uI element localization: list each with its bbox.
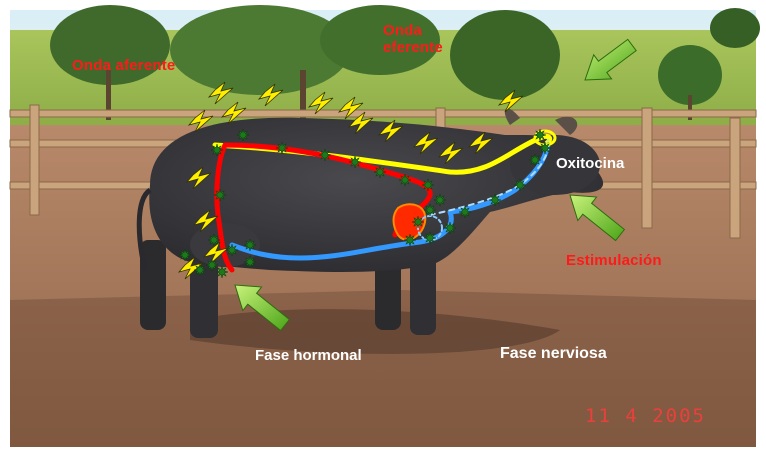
star-burst-icon	[244, 239, 256, 251]
label-onda-aferente: Onda aferente	[72, 57, 175, 74]
star-burst-icon	[208, 234, 220, 246]
star-burst-icon	[444, 222, 456, 234]
star-burst-icon	[404, 234, 416, 246]
star-burst-icon	[216, 266, 228, 278]
star-burst-icon	[399, 174, 411, 186]
star-burst-icon	[422, 179, 434, 191]
star-burst-icon	[226, 244, 238, 256]
star-burst-icon	[434, 194, 446, 206]
star-burst-icon	[539, 142, 551, 154]
star-burst-icon	[276, 142, 288, 154]
star-burst-icon	[459, 206, 471, 218]
star-burst-icon	[319, 149, 331, 161]
star-burst-icon	[424, 232, 436, 244]
star-burst-icon	[349, 156, 361, 168]
label-estimulacion: Estimulación	[566, 252, 662, 269]
date-stamp: 11 4 2005	[585, 405, 706, 427]
star-burst-icon	[412, 216, 424, 228]
star-burst-icon	[237, 129, 249, 141]
label-fase-nerviosa: Fase nerviosa	[500, 345, 607, 363]
star-burst-icon	[424, 204, 436, 216]
label-onda-eferente: Onda eferente	[383, 22, 443, 56]
star-burst-icon	[244, 256, 256, 268]
label-fase-hormonal: Fase hormonal	[255, 347, 362, 364]
star-burst-icon	[179, 249, 191, 261]
star-burst-icon	[489, 194, 501, 206]
star-burst-icon	[529, 154, 541, 166]
star-burst-icon	[211, 144, 223, 156]
star-burst-icon	[534, 129, 546, 141]
star-burst-icon	[374, 166, 386, 178]
star-burst-icon	[206, 259, 218, 271]
star-burst-icon	[214, 189, 226, 201]
star-burst-icon	[194, 264, 206, 276]
label-oxitocina: Oxitocina	[556, 155, 624, 172]
star-burst-icon	[514, 179, 526, 191]
